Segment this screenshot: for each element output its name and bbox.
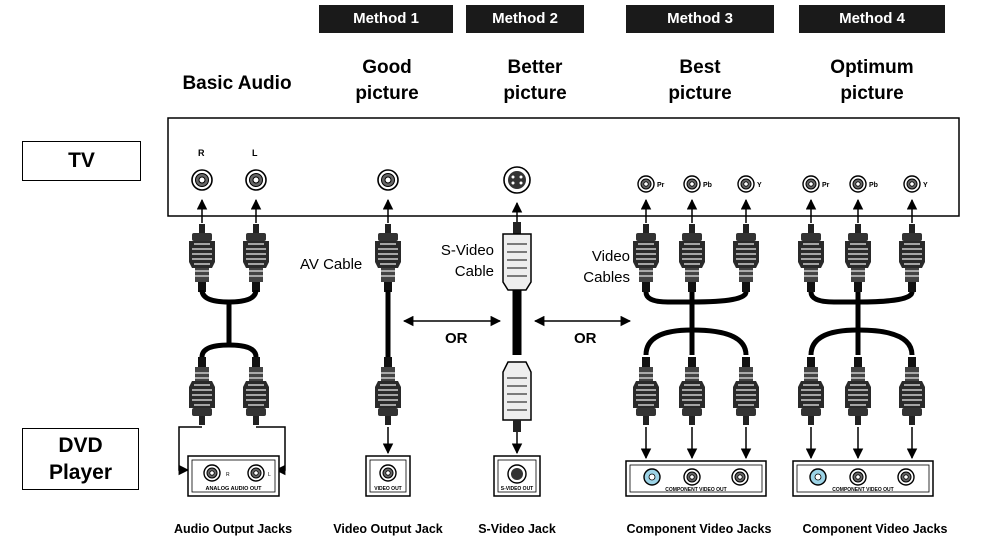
audio-cable [188, 223, 270, 425]
arrows-to-dvd [178, 426, 918, 476]
component-jacks-label-3: Component Video Jacks [626, 522, 772, 536]
analog-audio-out-panel: R L [187, 455, 280, 497]
method-1-title: Good picture [302, 55, 472, 107]
method-2-title-line1: Better [507, 57, 563, 78]
method-4-title-line2: picture [840, 83, 904, 104]
component-out-panel-3 [625, 460, 767, 497]
video-cables-label: Video Cables [572, 246, 630, 288]
dvd-jack-l-text: L [268, 472, 271, 478]
tv-jack-pb-label-3: Pb [703, 182, 712, 189]
tv-panel [167, 117, 960, 217]
tv-video-jack [377, 169, 399, 191]
video-cables-label-line2: Cables [583, 269, 630, 286]
tv-audio-r-jack [191, 169, 213, 191]
svideo-cable-label-line2: Cable [454, 263, 494, 280]
video-output-jack-label: Video Output Jack [333, 522, 443, 536]
audio-output-jacks-label: Audio Output Jacks [173, 522, 293, 536]
tv-jack-pr-label-4: Pr [822, 182, 830, 189]
or-label-1: OR [445, 330, 468, 347]
component-cable-4 [797, 223, 926, 425]
method-3-title-line1: Best [679, 57, 721, 78]
component-out-panel-4 [792, 460, 934, 497]
svideo-cable [502, 222, 532, 432]
component-out-text-4: COMPONENT VIDEO OUT [832, 487, 894, 493]
dvd-label-line1: DVD [58, 434, 103, 457]
method-1-title-line1: Good [362, 57, 412, 78]
or-label-2: OR [574, 330, 597, 347]
method-2-badge: Method 2 [466, 5, 584, 33]
video-out-panel [365, 455, 411, 497]
tv-audio-l-jack [245, 169, 267, 191]
video-out-text: VIDEO OUT [374, 486, 402, 492]
basic-audio-title: Basic Audio [182, 73, 292, 94]
method-3-badge: Method 3 [626, 5, 774, 33]
method-2-title-line2: picture [503, 83, 567, 104]
tv-jack-y-label-4: Y [923, 182, 928, 189]
svideo-out-text: S-VIDEO OUT [500, 486, 534, 492]
component-cable-3 [632, 223, 760, 425]
method-4-title-line1: Optimum [830, 57, 914, 78]
method-1-title-line2: picture [355, 83, 419, 104]
dvd-label-line2: Player [48, 461, 113, 484]
tv-jack-y-label-3: Y [757, 182, 762, 189]
method-4-badge: Method 4 [799, 5, 945, 33]
method-4-title: Optimum picture [787, 55, 957, 107]
tv-jack-pb-label-4: Pb [869, 182, 878, 189]
av-cable-label: AV Cable [300, 256, 363, 273]
method-2-title: Better picture [450, 55, 620, 107]
svideo-jack-label: S-Video Jack [478, 522, 556, 536]
tv-jack-pr-label-3: Pr [657, 182, 665, 189]
component-out-text-3: COMPONENT VIDEO OUT [665, 487, 727, 493]
svideo-cable-label-line1: S-Video [440, 242, 494, 259]
svideo-out-panel [493, 455, 541, 497]
av-cable [374, 223, 402, 425]
tv-svideo-jack [503, 166, 531, 194]
tv-jack-l-label: L [252, 148, 258, 158]
tv-jack-r-label: R [198, 148, 205, 158]
analog-audio-out-text: ANALOG AUDIO OUT [205, 486, 262, 492]
svideo-cable-label: S-Video Cable [425, 240, 494, 282]
arrows-to-tv [196, 198, 918, 223]
method-3-title-line2: picture [668, 83, 732, 104]
dvd-player-label-box: DVD Player [22, 428, 139, 490]
component-jacks-label-4: Component Video Jacks [802, 522, 948, 536]
tv-label: TV [68, 149, 95, 172]
video-cables-label-line1: Video [591, 248, 630, 265]
method-3-title: Best picture [615, 55, 785, 107]
dvd-jack-r-text: R [226, 472, 230, 478]
tv-label-box: TV [22, 141, 141, 181]
method-1-badge: Method 1 [319, 5, 453, 33]
